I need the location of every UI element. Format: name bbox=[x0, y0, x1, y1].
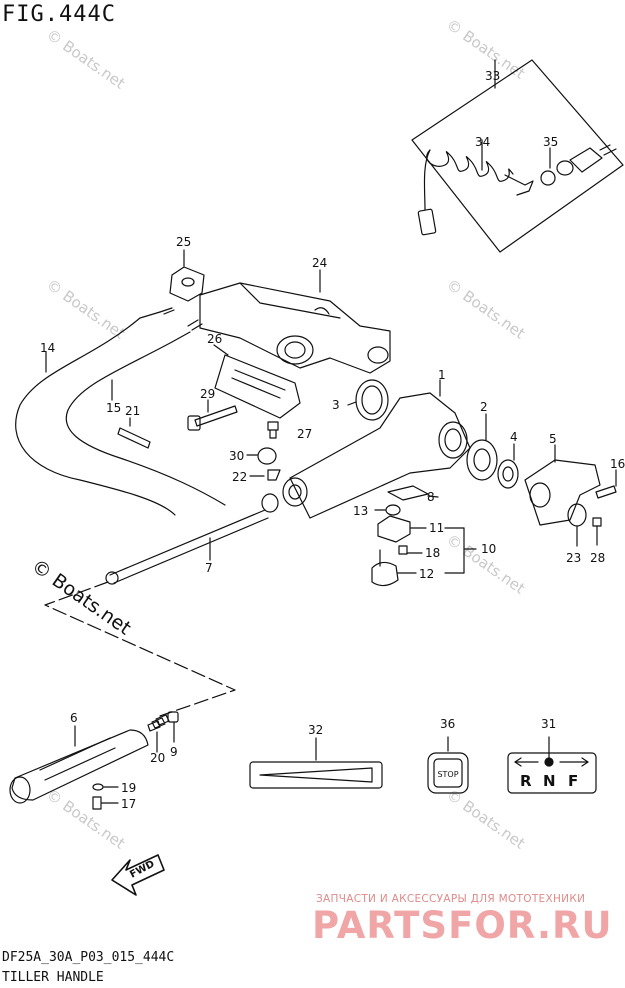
kit-box-33 bbox=[411, 59, 624, 253]
bolt-18 bbox=[398, 545, 423, 555]
screw-17 bbox=[92, 796, 119, 810]
callout-24: 24 bbox=[312, 256, 327, 270]
callout-1: 1 bbox=[438, 368, 446, 382]
decal-texts: STOP R N F FWD bbox=[128, 770, 578, 881]
cap-30 bbox=[246, 447, 277, 465]
shift-lever-5 bbox=[524, 444, 601, 526]
callout-29: 29 bbox=[200, 387, 215, 401]
decal-31-shift bbox=[507, 736, 597, 794]
callout-3: 3 bbox=[332, 398, 340, 412]
callout-18: 18 bbox=[425, 546, 440, 560]
bushing-3 bbox=[347, 379, 389, 421]
callout-14: 14 bbox=[40, 341, 55, 355]
nut-13 bbox=[374, 504, 401, 516]
callout-8: 8 bbox=[427, 490, 435, 504]
tiller-bracket-24 bbox=[199, 269, 391, 374]
shift-letter-f: F bbox=[568, 772, 578, 790]
callout-22: 22 bbox=[232, 470, 247, 484]
screw-9 bbox=[167, 711, 179, 743]
spring-20 bbox=[147, 714, 170, 753]
decal-36-stop bbox=[427, 736, 469, 794]
stop-switch-35 bbox=[540, 144, 617, 186]
shop-logo: PARTSFOR.RU bbox=[312, 904, 613, 947]
callout-19: 19 bbox=[121, 781, 136, 795]
spring-21 bbox=[117, 417, 151, 449]
callout-15: 15 bbox=[106, 401, 121, 415]
callout-34: 34 bbox=[475, 135, 490, 149]
stop-label: STOP bbox=[437, 770, 458, 779]
callout-6: 6 bbox=[70, 711, 78, 725]
callout-9: 9 bbox=[170, 745, 178, 759]
callout-25: 25 bbox=[176, 235, 191, 249]
tiller-arm-1 bbox=[282, 379, 471, 519]
fwd-arrow bbox=[111, 854, 165, 896]
lanyard-coil-34 bbox=[417, 139, 534, 236]
shift-letter-r: R bbox=[520, 772, 532, 790]
callout-32: 32 bbox=[308, 723, 323, 737]
callouts: 33 34 35 25 24 14 26 1 29 3 15 21 2 27 4… bbox=[40, 69, 625, 811]
callout-13: 13 bbox=[353, 504, 368, 518]
plate-26 bbox=[213, 344, 301, 419]
diagram-code: DF25A_30A_P03_015_444C bbox=[2, 950, 175, 965]
diagram-name: TILLER HANDLE bbox=[2, 970, 104, 985]
screw-28 bbox=[592, 517, 602, 546]
decal-32 bbox=[249, 737, 383, 789]
callout-36: 36 bbox=[440, 717, 455, 731]
callout-23: 23 bbox=[566, 551, 581, 565]
callout-4: 4 bbox=[510, 430, 518, 444]
callout-30: 30 bbox=[229, 449, 244, 463]
leader-line bbox=[44, 581, 236, 717]
callout-16: 16 bbox=[610, 457, 625, 471]
callout-17: 17 bbox=[121, 797, 136, 811]
bolt-29 bbox=[187, 399, 238, 431]
bracket-10-11-12 bbox=[444, 527, 477, 574]
washer-2 bbox=[466, 413, 498, 481]
clip-22 bbox=[249, 469, 281, 481]
knob-12 bbox=[371, 549, 417, 587]
grommet-25 bbox=[169, 249, 205, 302]
callout-10: 10 bbox=[481, 542, 496, 556]
callout-35: 35 bbox=[543, 135, 558, 149]
callout-27: 27 bbox=[297, 427, 312, 441]
washer-23 bbox=[567, 503, 587, 547]
callout-2: 2 bbox=[480, 400, 488, 414]
washer-19 bbox=[92, 783, 119, 791]
callout-7: 7 bbox=[205, 561, 213, 575]
shaft-7 bbox=[105, 493, 279, 585]
callout-21: 21 bbox=[125, 404, 140, 418]
figure-title: FIG.444C bbox=[2, 2, 116, 27]
callout-28: 28 bbox=[590, 551, 605, 565]
shop-tagline: ЗАПЧАСТИ И АКСЕССУАРЫ ДЛЯ МОТОТЕХНИКИ bbox=[316, 893, 586, 905]
throttle-cable-14 bbox=[15, 307, 176, 516]
callout-31: 31 bbox=[541, 717, 556, 731]
throttle-grip-6 bbox=[9, 725, 149, 804]
bolt-16 bbox=[595, 469, 617, 499]
screw-27 bbox=[267, 421, 279, 439]
callout-5: 5 bbox=[549, 432, 557, 446]
callout-11: 11 bbox=[429, 521, 444, 535]
throttle-cable-15 bbox=[65, 319, 226, 506]
collar-4 bbox=[497, 443, 519, 489]
callout-12: 12 bbox=[419, 567, 434, 581]
callout-26: 26 bbox=[207, 332, 222, 346]
clip-8 bbox=[387, 485, 439, 501]
bracket-11 bbox=[377, 515, 427, 543]
callout-33: 33 bbox=[485, 69, 500, 83]
shift-letter-n: N bbox=[543, 772, 556, 790]
callout-20: 20 bbox=[150, 751, 165, 765]
